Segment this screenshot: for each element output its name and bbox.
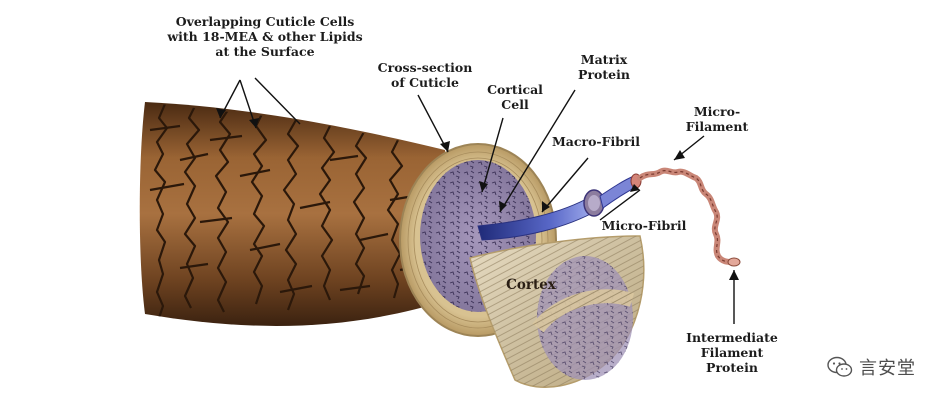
wechat-icon	[827, 356, 853, 377]
hair-shaft	[139, 102, 448, 326]
watermark: 言安堂	[827, 354, 916, 380]
label-overlapping-cuticle-cells: Overlapping Cuticle Cells with 18-MEA & …	[167, 14, 363, 59]
label-cortical-cell: Cortical Cell	[487, 82, 543, 112]
watermark-text: 言安堂	[859, 358, 916, 379]
micro-filament-strand	[637, 167, 735, 265]
label-micro-fibril: Micro-Fibril	[601, 218, 687, 233]
label-matrix-protein: Matrix Protein	[578, 52, 630, 82]
label-cross-section-of-cuticle: Cross-section of Cuticle	[377, 60, 473, 90]
pointer-lines	[219, 77, 735, 324]
cuticle-scale-edges	[149, 103, 423, 319]
label-micro-filament: Micro- Filament	[685, 104, 749, 134]
pointer-arrowheads	[216, 108, 739, 280]
label-cortex: Cortex	[506, 277, 556, 293]
label-macro-fibril: Macro-Fibril	[551, 134, 641, 149]
label-intermediate-filament-protein: Intermediate Filament Protein	[686, 330, 778, 375]
